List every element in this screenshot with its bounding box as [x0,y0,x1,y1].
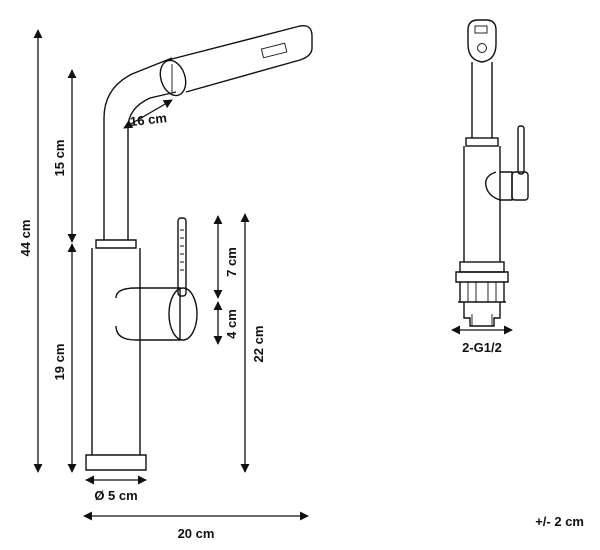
handle-diameter-label: 4 cm [224,309,239,339]
thread-size-label: 2-G1/2 [462,340,502,355]
nut-ridges [467,282,497,302]
spout-nozzle-end [159,59,187,97]
dimension-labels-front: 44 cm 15 cm 19 cm 16 cm 7 cm 4 cm 22 cm … [18,110,266,541]
spout-height-label: 15 cm [52,140,67,177]
side-knob [485,171,513,201]
tail-detail [471,314,493,326]
spout-arm [167,25,313,93]
spout-collar [95,239,137,249]
spout-outline [103,57,177,240]
body-height-label: 19 cm [52,344,67,381]
aerator [260,42,288,59]
handle-height-label: 22 cm [251,326,266,363]
side-threaded-tails [463,302,501,327]
faucet-side-view [455,19,529,327]
side-body [463,146,501,262]
faucet-body [91,248,141,455]
knob-face [168,287,198,341]
faucet-front-view [85,25,313,471]
lever-handle [177,217,187,297]
side-aerator [474,25,488,34]
handle-offset-label: 7 cm [224,247,239,277]
side-base [459,261,505,273]
tolerance-note: +/- 2 cm [535,514,584,529]
dimension-lines-front [33,29,309,521]
side-nozzle [477,43,487,53]
lever-grip-lines [180,229,184,271]
spout-reach-label: 16 cm [129,110,167,129]
side-mounting-nut [455,271,509,303]
side-collar [465,137,499,147]
spout-reach-line [123,99,173,129]
total-height-label: 44 cm [18,220,33,257]
side-knob-cap [511,171,529,201]
total-width-label: 20 cm [178,526,215,541]
side-spout-neck [471,62,493,138]
base-diameter-label: Ø 5 cm [94,488,137,503]
side-spout-head [467,19,497,63]
side-lever [517,125,525,175]
cartridge-knob [115,287,181,341]
faucet-base [85,454,147,471]
